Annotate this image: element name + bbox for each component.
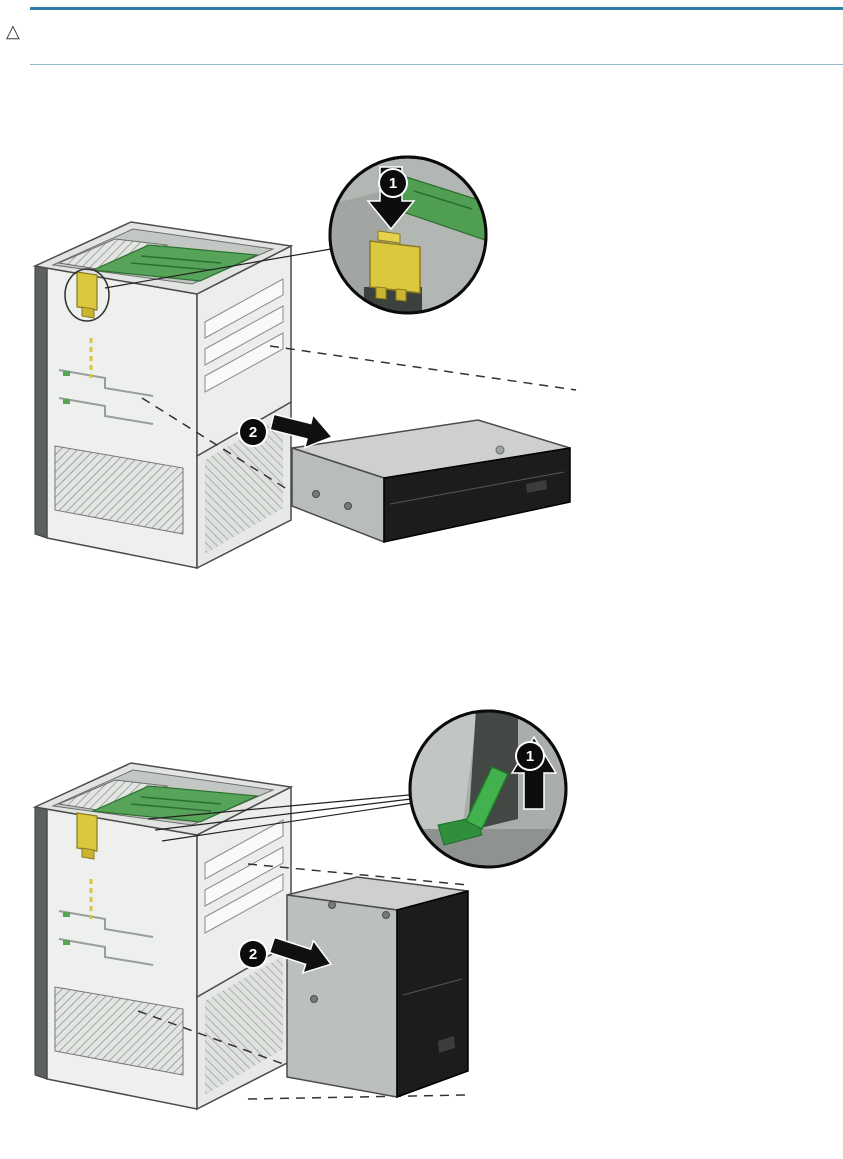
eject-button xyxy=(438,1036,455,1053)
screw-hole xyxy=(310,995,318,1003)
magnifier-leader-line xyxy=(161,802,414,842)
magnifier-inset xyxy=(408,709,568,869)
caution-top-rule xyxy=(30,7,843,10)
removal-path-dashed xyxy=(247,1094,467,1100)
screw-hole xyxy=(382,911,390,919)
removal-path-dashed xyxy=(247,863,469,886)
caution-triangle-icon: △ xyxy=(6,21,20,41)
removal-path-dashed xyxy=(269,345,577,391)
optical-drive xyxy=(291,419,571,544)
slide-drive-arrow xyxy=(268,936,333,975)
release-latch-green xyxy=(437,766,510,846)
callout-2-badge: 2 xyxy=(240,941,266,967)
magnifier-leader-line xyxy=(147,794,410,820)
caution-bottom-rule xyxy=(30,64,843,65)
drivelock-highlight-ring xyxy=(64,268,110,322)
magnifier-leader-line xyxy=(154,798,412,831)
callout-2-badge: 2 xyxy=(240,419,266,445)
screw-hole xyxy=(328,901,336,909)
screw-hole xyxy=(344,502,352,510)
eject-button xyxy=(526,480,547,493)
computer-chassis xyxy=(33,761,293,1111)
figure-remove-drive-drivelock: 1 2 xyxy=(30,150,650,570)
slide-drive-arrow xyxy=(269,413,334,449)
callout-1-badge: 1 xyxy=(380,170,406,196)
removal-path-dashed xyxy=(137,1010,287,1066)
drive-front-bezel xyxy=(383,447,571,543)
magnifier-leader-line xyxy=(104,248,332,289)
magnifier-inset xyxy=(328,155,488,315)
optical-drive-vertical xyxy=(286,876,469,1099)
figure-remove-drive-release-latch: 1 2 xyxy=(30,699,650,1159)
screw-hole xyxy=(312,490,320,498)
drivelock-latch xyxy=(369,230,421,302)
callout-1-badge: 1 xyxy=(517,743,543,769)
